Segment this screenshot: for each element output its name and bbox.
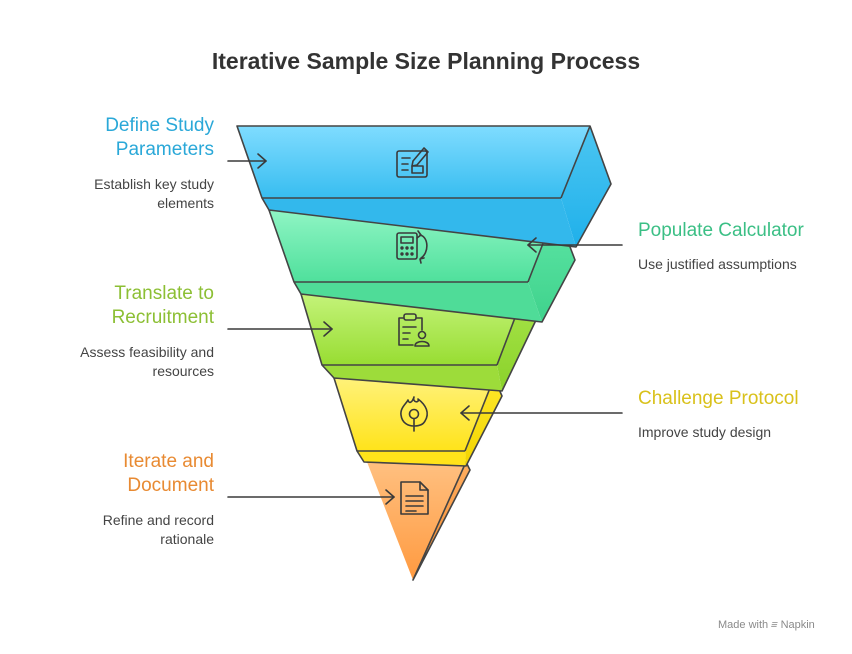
- connector-arrow-stage-3: [227, 321, 333, 337]
- connector-arrow-stage-2: [527, 237, 623, 253]
- stage-5-heading-line-2: Document: [127, 475, 214, 496]
- form-pencil-icon: [396, 147, 429, 178]
- stage-3-heading-line-1: Translate to: [114, 283, 214, 304]
- stage-4-heading: Challenge Protocol: [638, 388, 799, 409]
- connector-arrow-stage-4: [460, 405, 623, 421]
- watermark-brand: Napkin: [780, 619, 815, 631]
- stage-5-description-line-1: Refine and record: [102, 512, 214, 528]
- stage-3-heading: Translate to Recruitment: [112, 282, 214, 330]
- clipboard-person-icon: [398, 313, 430, 347]
- connector-arrow-stage-1: [227, 153, 267, 169]
- calculator-refresh-icon: [396, 230, 428, 264]
- stage-5-heading-line-1: Iterate and: [123, 451, 214, 472]
- stage-5-heading: Iterate and Document: [123, 450, 214, 498]
- stage-1-heading: Define Study Parameters: [105, 114, 214, 162]
- page-title: Iterative Sample Size Planning Process: [211, 48, 641, 74]
- stage-1-heading-line-1: Define Study: [105, 115, 214, 136]
- watermark-prefix: Made with: [718, 619, 769, 631]
- stage-5-description-line-2: rationale: [160, 531, 214, 547]
- stage-4-segment: [333, 377, 503, 467]
- connector-arrow-stage-5: [227, 489, 395, 505]
- stage-1-description-line-2: elements: [157, 195, 214, 211]
- napkin-logo-icon: ≡: [769, 619, 780, 631]
- stage-3-description-line-2: resources: [152, 363, 214, 379]
- stage-1-description: Establish key study elements: [94, 175, 214, 213]
- stage-3-description: Assess feasibility and resources: [80, 343, 214, 381]
- stage-1-heading-line-2: Parameters: [115, 139, 214, 160]
- stage-5-description: Refine and record rationale: [103, 511, 214, 549]
- stage-2-description: Use justified assumptions: [638, 256, 797, 272]
- stage-1-description-line-1: Establish key study: [94, 176, 214, 192]
- document-icon: [400, 481, 429, 515]
- stage-3-description-line-1: Assess feasibility and: [80, 344, 214, 360]
- stage-3-heading-line-2: Recruitment: [111, 307, 214, 328]
- stage-4-description: Improve study design: [638, 424, 772, 440]
- stage-2-heading: Populate Calculator: [638, 220, 804, 241]
- watermark: Made with≡Napkin: [718, 619, 815, 631]
- stage-5-segment: [366, 461, 471, 581]
- lightbulb-flame-icon: [400, 396, 428, 432]
